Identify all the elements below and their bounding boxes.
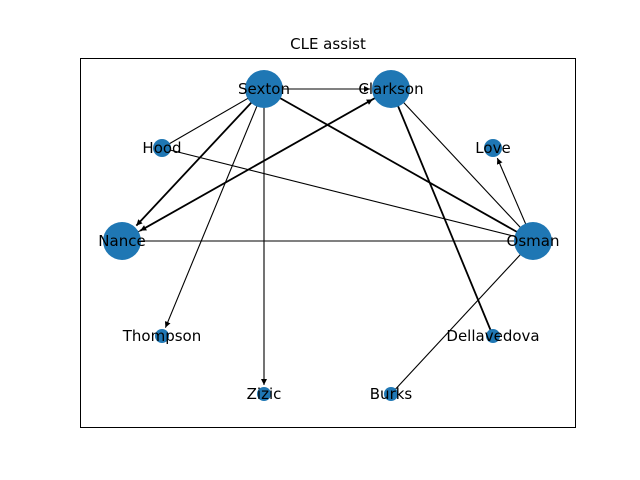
edge-hood-osman <box>161 147 534 242</box>
nodes-layer <box>103 70 552 401</box>
node-label-burks: Burks <box>370 385 413 403</box>
edge-nance-clarkson <box>121 98 373 242</box>
node-label-osman: Osman <box>507 232 560 250</box>
node-love <box>484 139 502 157</box>
node-osman <box>514 222 552 260</box>
node-label-dellavedova: Dellavedova <box>446 327 539 345</box>
edge-sexton-thompson <box>164 88 265 328</box>
node-nance <box>103 222 141 260</box>
edge-clarkson-osman <box>390 88 534 242</box>
edge-sexton-hood <box>161 88 265 149</box>
edge-sexton-osman <box>263 88 534 242</box>
node-label-clarkson: Clarkson <box>358 80 423 98</box>
node-label-zizic: Zizic <box>247 385 282 403</box>
node-label-nance: Nance <box>98 232 145 250</box>
edge-clarkson-dellavedova <box>390 88 494 337</box>
node-clarkson <box>372 70 410 108</box>
node-label-hood: Hood <box>142 139 181 157</box>
node-dellavedova <box>486 329 500 343</box>
node-hood <box>153 139 171 157</box>
edge-osman-burks <box>390 240 534 395</box>
node-label-love: Love <box>475 139 510 157</box>
node-thompson <box>155 329 169 343</box>
edges-layer <box>121 86 534 395</box>
node-sexton <box>245 70 283 108</box>
node-label-sexton: Sexton <box>238 80 290 98</box>
node-zizic <box>257 387 271 401</box>
node-burks <box>384 387 398 401</box>
chart-title: CLE assist <box>290 35 366 53</box>
node-label-thompson: Thompson <box>122 327 201 345</box>
axes-frame <box>80 58 576 428</box>
